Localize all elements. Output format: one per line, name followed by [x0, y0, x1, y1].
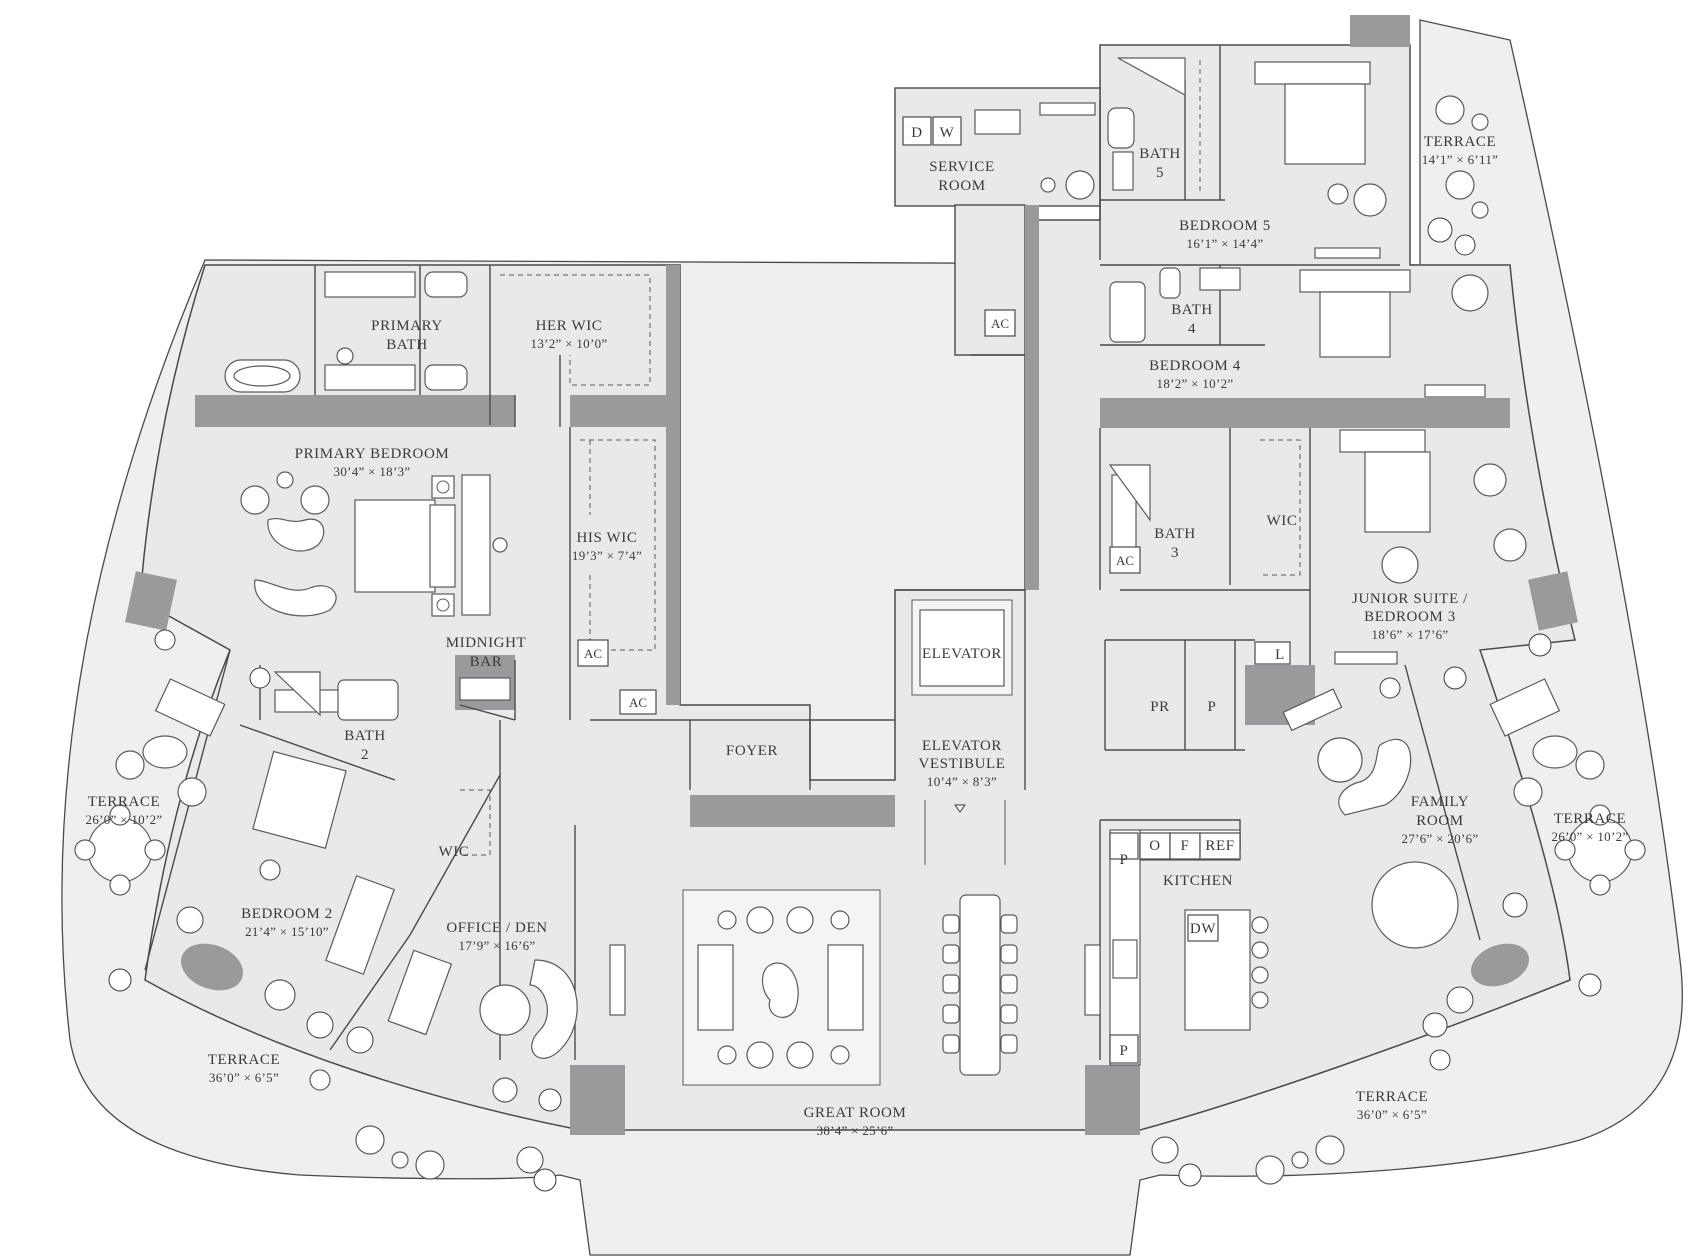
bedroom2-label: BEDROOM 2 — [241, 906, 333, 922]
kitchen-p-bottom-label: P — [1120, 1043, 1129, 1059]
office-den-label: OFFICE / DEN — [446, 920, 547, 936]
wic-right-label: WIC — [1267, 513, 1298, 529]
bath4-label-2: 4 — [1188, 321, 1196, 337]
office-den-dim: 17’9” × 16’6” — [459, 938, 536, 953]
bath5-label-2: 5 — [1156, 165, 1164, 181]
wall-center-spine — [1025, 205, 1039, 590]
closet-shelving — [460, 60, 1301, 856]
terrace-bottom-left-dim: 36’0” × 6’5” — [209, 1070, 279, 1085]
bath3-label-2: 3 — [1171, 545, 1179, 561]
terrace-top-right-label: TERRACE — [1424, 134, 1497, 150]
wall-top-right-notch — [1350, 15, 1410, 47]
primary-bedroom-label: PRIMARY BEDROOM — [295, 446, 450, 462]
wic-left-label: WIC — [439, 844, 470, 860]
wall-his-wic-right — [666, 265, 680, 705]
elevator-vestibule-label-1: ELEVATOR — [922, 738, 1002, 754]
terrace-right-dim: 26’0” × 10’2” — [1552, 829, 1629, 844]
midnight-bar-label-1: MIDNIGHT — [446, 635, 527, 651]
family-room-dim: 27’6” × 20’6” — [1402, 831, 1479, 846]
column-great-left — [570, 1065, 625, 1135]
washer-label: W — [940, 125, 955, 141]
bedroom5-furniture — [1107, 57, 1387, 259]
kitchen-label: KITCHEN — [1163, 873, 1233, 889]
junior-suite-dim: 18’6” × 17’6” — [1372, 627, 1449, 642]
family-room-label-1: FAMILY — [1411, 794, 1470, 810]
plants — [108, 217, 1602, 1192]
primary-bedroom-furniture — [240, 471, 511, 701]
office-den-furniture — [387, 949, 578, 1103]
bedroom4-furniture — [1109, 267, 1489, 398]
bedroom2-dim: 21’4” × 15’10” — [245, 924, 329, 939]
elevator-label: ELEVATOR — [922, 646, 1002, 662]
midnight-bar-label-2: BAR — [470, 654, 503, 670]
terrace-right-label: TERRACE — [1554, 811, 1627, 827]
pr-label: PR — [1150, 699, 1170, 715]
kitchen-ref-label: REF — [1205, 838, 1234, 854]
wall-primary-bath-bottom — [195, 395, 515, 427]
partitions — [144, 45, 1481, 1060]
bedroom4-dim: 18’2” × 10’2” — [1157, 376, 1234, 391]
bedroom5-dim: 16’1” × 14’4” — [1187, 236, 1264, 251]
ac-units: AC AC AC AC — [577, 309, 1141, 715]
wall-bedroom4-bottom — [1100, 398, 1510, 428]
ac-label: AC — [991, 316, 1009, 331]
primary-bath-fixtures — [224, 271, 468, 393]
ac-label: AC — [1116, 553, 1134, 568]
bath2-label-2: 2 — [361, 747, 369, 763]
l-label: L — [1275, 647, 1285, 663]
bath5-label-1: BATH — [1139, 146, 1181, 162]
primary-bath-label-1: PRIMARY — [371, 318, 443, 334]
wall-her-wic-bottom — [570, 395, 680, 427]
column-left-top — [125, 571, 177, 631]
elevator-fixtures — [911, 599, 1013, 865]
great-room-dim: 38’4” × 25’6” — [817, 1123, 894, 1138]
terrace-left-dim: 26’0” × 10’2” — [86, 812, 163, 827]
terrace-bottom-right-dim: 36’0” × 6’5” — [1357, 1107, 1427, 1122]
primary-bedroom-dim: 30’4” × 18’3” — [334, 464, 411, 479]
ac-label: AC — [584, 646, 602, 661]
junior-suite-label-1: JUNIOR SUITE / — [1352, 591, 1468, 607]
great-room-label: GREAT ROOM — [804, 1105, 907, 1121]
ac-label: AC — [629, 695, 647, 710]
service-room-label-2: ROOM — [938, 178, 985, 194]
bath3-label-1: BATH — [1154, 526, 1196, 542]
junior-suite-label-2: BEDROOM 3 — [1364, 609, 1456, 625]
bedroom5-label: BEDROOM 5 — [1179, 218, 1271, 234]
column-right-top — [1528, 571, 1578, 631]
appliance-boxes — [1109, 641, 1291, 1064]
her-wic-dim: 13’2” × 10’0” — [531, 336, 608, 351]
his-wic-dim: 19’3” × 7’4” — [572, 548, 642, 563]
column-great-right — [1085, 1065, 1140, 1135]
elevator-vestibule-label-2: VESTIBULE — [918, 756, 1005, 772]
kitchen-dw-label: DW — [1190, 921, 1216, 937]
bedroom2-furniture — [181, 671, 399, 1011]
bedroom4-label: BEDROOM 4 — [1149, 358, 1241, 374]
dryer-label: D — [911, 125, 922, 141]
bath2-label-1: BATH — [344, 728, 386, 744]
his-wic-label: HIS WIC — [576, 530, 637, 546]
service-room-fixtures — [902, 102, 1096, 200]
kitchen-p-top-label: P — [1120, 852, 1129, 868]
service-room-label-1: SERVICE — [929, 159, 995, 175]
terrace-furniture — [74, 95, 1646, 1185]
terrace-bottom-left-label: TERRACE — [208, 1052, 281, 1068]
elevator-vestibule-dim: 10’4” × 8’3” — [927, 774, 997, 789]
family-room-label-2: ROOM — [1416, 813, 1463, 829]
family-room-furniture — [1282, 688, 1530, 987]
great-room-furniture — [609, 889, 1101, 1086]
foyer-label: FOYER — [726, 743, 778, 759]
kitchen-fridge-label: F — [1181, 838, 1190, 854]
kitchen-oven-label: O — [1149, 838, 1160, 854]
terrace-top-right-dim: 14’1” × 6’11” — [1422, 152, 1498, 167]
terrace-left-label: TERRACE — [88, 794, 161, 810]
terrace-bottom-right-label: TERRACE — [1356, 1089, 1429, 1105]
her-wic-label: HER WIC — [536, 318, 603, 334]
pantry-label: P — [1208, 699, 1217, 715]
wall-foyer-bottom — [690, 795, 895, 827]
bath4-label-1: BATH — [1171, 302, 1213, 318]
primary-bath-label-2: BATH — [386, 337, 428, 353]
